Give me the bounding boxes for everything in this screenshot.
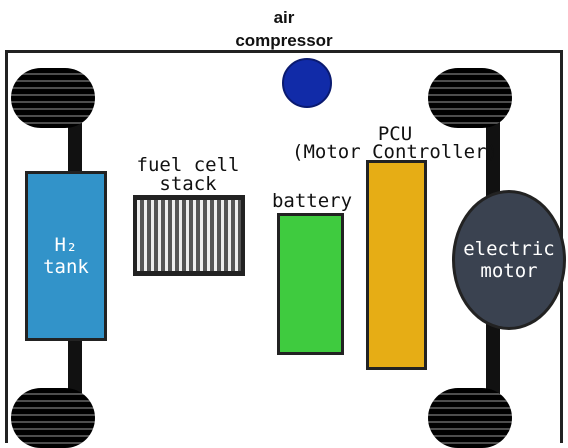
- electric-motor-label-line2: motor: [480, 260, 538, 282]
- fuel-cell-label-line2: stack: [159, 173, 217, 195]
- fuel-cell-stack-top-cap: [133, 195, 245, 200]
- pcu-motor-controller: [366, 160, 427, 370]
- air-compressor: [282, 58, 332, 108]
- front-left-wheel: [11, 68, 95, 128]
- air-compressor-label-line2: compressor: [235, 31, 333, 50]
- rear-left-wheel: [11, 388, 95, 448]
- fuel-cell-label-line1: fuel cell: [136, 154, 240, 176]
- pcu-label-line2: (Motor Controller): [292, 141, 498, 163]
- fuel-cell-stack: [133, 197, 245, 274]
- electric-motor: electric motor: [452, 190, 566, 330]
- battery: [277, 213, 344, 355]
- pcu-label-line1: PCU: [377, 123, 413, 145]
- electric-motor-label-line1: electric: [463, 238, 555, 260]
- fuel-cell-stack-bottom-cap: [133, 271, 245, 276]
- air-compressor-label-line1: air: [273, 8, 295, 27]
- battery-label: battery: [271, 190, 353, 212]
- h2-tank-label-line1: H₂: [54, 234, 78, 256]
- front-right-wheel: [428, 68, 512, 128]
- h2-tank: H₂ tank: [25, 171, 107, 341]
- h2-tank-label-line2: tank: [43, 256, 89, 278]
- rear-right-wheel: [428, 388, 512, 448]
